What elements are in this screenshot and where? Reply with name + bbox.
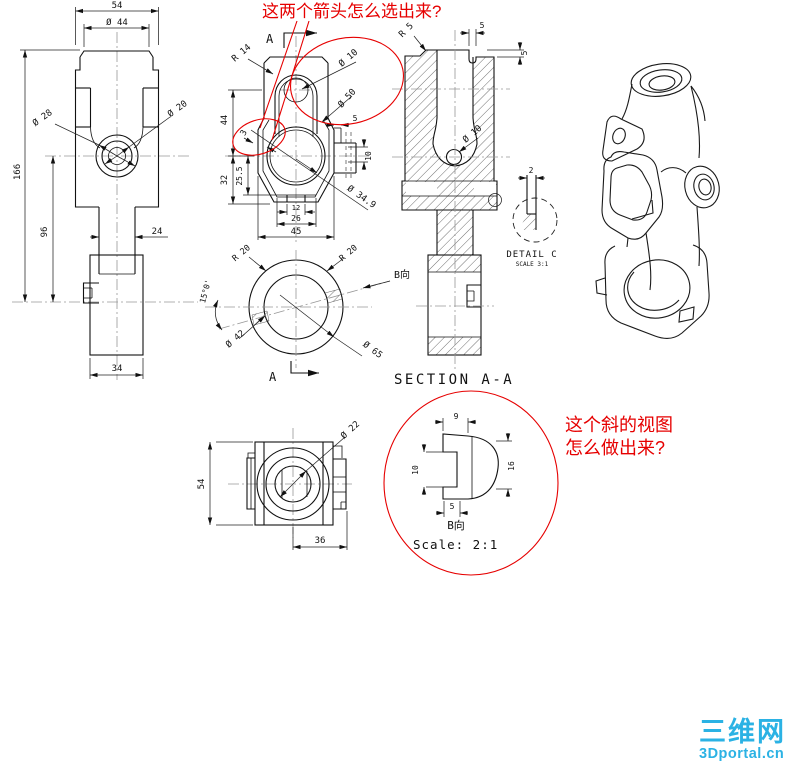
red-circle-arrow2 [232,118,286,156]
detail-scale: SCALE 3:1 [516,261,549,268]
dim-r14: R 14 [230,43,253,65]
red-circle-arrow1 [289,36,405,126]
aux-plan-view: 44 32 25.5 3 Ø 34.9 12 26 45 5 10 [220,29,378,243]
dim-25-5: 25.5 [235,166,244,185]
dim-12: 12 [292,204,300,212]
dim-5-tab: 5 [353,114,358,123]
label-a-top: A [266,32,274,46]
front-view-dimensions: 54 Ø 44 166 96 24 34 Ø 28 Ø 20 [13,1,190,379]
dim-10-tab: 10 [364,151,373,161]
section-title: SECTION A-A [394,372,514,388]
dim-d50: Ø 50 [336,87,359,110]
dim-r5: R 5 [397,21,416,40]
dim-5-b: 5 [450,502,455,511]
dim-3: 3 [239,128,250,137]
dim-9: 9 [454,412,459,421]
dim-angle-15: 15°0' [198,279,213,305]
section-view: R 5 5 5 Ø 10 SECTION A-A [392,21,529,388]
dim-166: 166 [13,164,23,180]
b-view-dimensions: 9 10 16 5 [411,412,516,517]
dim-d42: Ø 42 [224,328,248,350]
dim-32: 32 [220,175,230,185]
detail-c-view: 2 DETAIL C SCALE 3:1 [506,166,558,268]
dim-16: 16 [507,461,516,471]
top-view-outline [246,441,347,526]
dim-24: 24 [152,227,163,237]
bottom-question-line1: 这个斜的视图 [565,415,673,435]
front-view-centerlines [12,32,198,380]
dim-54-top: 54 [197,479,207,490]
section-centerlines [392,30,510,370]
dim-d34-9: Ø 34.9 [345,183,378,211]
isometric-3d-view [595,63,720,339]
projection-hatch-band-lower [251,310,270,326]
dim-r20-right: R 20 [338,243,360,264]
dim-54: 54 [112,1,123,11]
dim-5-top: 5 [480,21,485,30]
b-oblique-view: 9 10 16 5 B向 Scale: 2:1 [411,412,516,552]
dim-45: 45 [291,227,302,237]
top-question-text: 这两个箭头怎么选出来? [262,2,441,21]
watermark-url-text: 3Dportal.cn [699,746,784,762]
dim-r20-left: R 20 [231,243,253,264]
front-view: 54 Ø 44 166 96 24 34 Ø 28 Ø 20 [12,1,198,380]
red-annotation-top: 这两个箭头怎么选出来? [232,2,441,156]
watermark-logo-text: 三维网 [699,717,786,747]
dim-44: 44 [220,115,230,125]
dim-d22: Ø 22 [339,419,362,442]
dim-d20: Ø 20 [166,98,190,120]
dim-2: 2 [529,166,534,175]
dim-34: 34 [112,364,123,374]
dim-5-right: 5 [520,50,529,55]
detail-hatch [519,214,536,230]
detail-title: DETAIL C [506,250,557,260]
label-a-bottom: A [269,370,277,384]
dim-10: 10 [411,465,420,475]
red-annotation-bottom: 这个斜的视图 怎么做出来? [383,390,673,576]
front-view-outline [74,50,160,356]
dim-96: 96 [40,227,50,238]
rotary-view: B向 R 20 R 20 15°0' Ø 42 Ø 65 A [198,243,410,384]
projection-hatch-band-upper [324,288,343,304]
dim-d65: Ø 65 [361,339,385,361]
label-b-direction: B向 [394,268,410,281]
watermark: 三维网 3Dportal.cn [699,717,786,762]
bottom-question-line2: 怎么做出来? [565,438,665,458]
aux-view-outline [257,56,357,203]
dim-36: 36 [315,536,326,546]
b-view-label: B向 [447,518,465,532]
b-view-scale: Scale: 2:1 [413,537,498,552]
dim-d44: Ø 44 [106,17,128,28]
dim-26: 26 [291,214,301,223]
dim-d28: Ø 28 [31,107,55,129]
red-ellipse-bview [383,390,559,576]
top-view: 54 Ø 22 36 [197,419,362,550]
